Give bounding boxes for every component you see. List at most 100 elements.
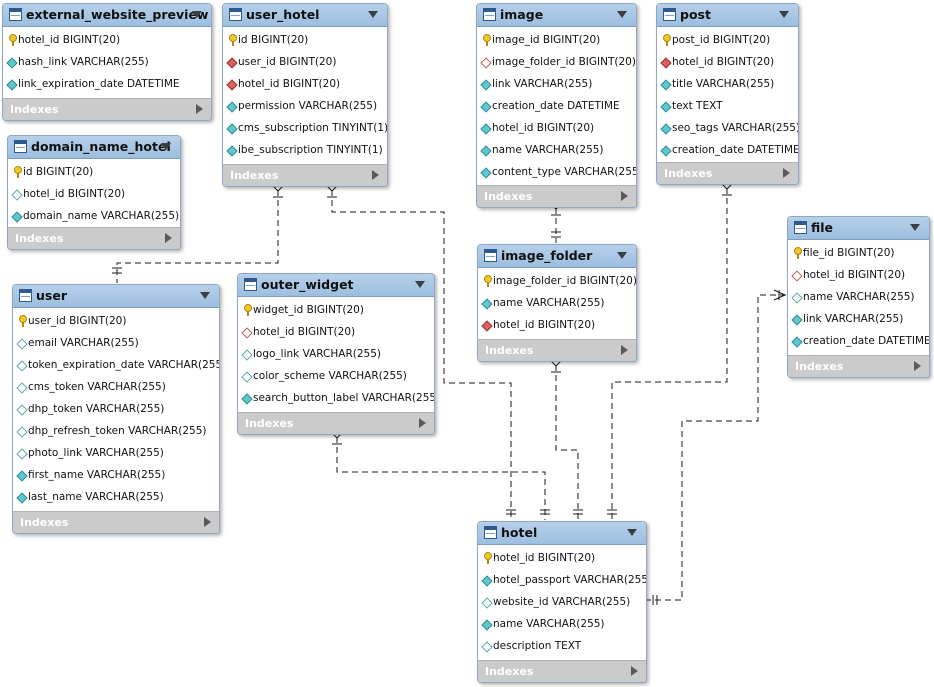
expand-arrow-icon[interactable] bbox=[419, 418, 426, 428]
column-row[interactable]: file_id BIGINT(20) bbox=[788, 242, 929, 264]
table-post[interactable]: post post_id BIGINT(20) hotel_id BIGINT(… bbox=[656, 3, 799, 185]
table-user-hotel[interactable]: user_hotel id BIGINT(20) user_id BIGINT(… bbox=[222, 3, 388, 187]
column-row[interactable]: seo_tags VARCHAR(255) bbox=[657, 117, 798, 139]
indexes-section[interactable]: Indexes bbox=[13, 511, 219, 533]
collapse-caret-icon[interactable] bbox=[192, 11, 202, 18]
column-row[interactable]: text TEXT bbox=[657, 95, 798, 117]
table-header[interactable]: file bbox=[788, 217, 929, 240]
expand-arrow-icon[interactable] bbox=[621, 345, 628, 355]
indexes-section[interactable]: Indexes bbox=[788, 355, 929, 377]
table-header[interactable]: user_hotel bbox=[223, 4, 387, 27]
column-row[interactable]: creation_date DATETIME bbox=[788, 330, 929, 352]
column-row[interactable]: image_folder_id BIGINT(20) bbox=[477, 51, 636, 73]
table-user[interactable]: user user_id BIGINT(20) email VARCHAR(25… bbox=[12, 284, 220, 534]
column-row[interactable]: content_type VARCHAR(255) bbox=[477, 161, 636, 183]
table-header[interactable]: outer_widget bbox=[238, 274, 434, 297]
column-row[interactable]: image_id BIGINT(20) bbox=[477, 29, 636, 51]
column-row[interactable]: photo_link VARCHAR(255) bbox=[13, 442, 219, 464]
column-row[interactable]: name VARCHAR(255) bbox=[788, 286, 929, 308]
column-row[interactable]: link_expiration_date DATETIME bbox=[3, 73, 211, 95]
column-row[interactable]: id BIGINT(20) bbox=[223, 29, 387, 51]
column-row[interactable]: hotel_id BIGINT(20) bbox=[657, 51, 798, 73]
column-row[interactable]: user_id BIGINT(20) bbox=[223, 51, 387, 73]
expand-arrow-icon[interactable] bbox=[204, 517, 211, 527]
table-external-website-preview[interactable]: external_website_preview hotel_id BIGINT… bbox=[2, 3, 212, 121]
expand-arrow-icon[interactable] bbox=[914, 361, 921, 371]
column-row[interactable]: search_button_label VARCHAR(255) bbox=[238, 387, 434, 409]
column-row[interactable]: id BIGINT(20) bbox=[8, 161, 180, 183]
collapse-caret-icon[interactable] bbox=[200, 292, 210, 299]
column-row[interactable]: cms_token VARCHAR(255) bbox=[13, 376, 219, 398]
expand-arrow-icon[interactable] bbox=[783, 168, 790, 178]
table-image-folder[interactable]: image_folder image_folder_id BIGINT(20) … bbox=[477, 244, 637, 362]
column-row[interactable]: hotel_id BIGINT(20) bbox=[478, 314, 636, 336]
column-row[interactable]: dhp_refresh_token VARCHAR(255) bbox=[13, 420, 219, 442]
column-row[interactable]: hotel_id BIGINT(20) bbox=[8, 183, 180, 205]
expand-arrow-icon[interactable] bbox=[165, 233, 172, 243]
indexes-section[interactable]: Indexes bbox=[8, 227, 180, 249]
indexes-section[interactable]: Indexes bbox=[478, 339, 636, 361]
table-header[interactable]: post bbox=[657, 4, 798, 27]
column-row[interactable]: hotel_id BIGINT(20) bbox=[238, 321, 434, 343]
column-row[interactable]: creation_date DATETIME bbox=[477, 95, 636, 117]
column-row[interactable]: post_id BIGINT(20) bbox=[657, 29, 798, 51]
table-header[interactable]: image bbox=[477, 4, 636, 27]
collapse-caret-icon[interactable] bbox=[627, 529, 637, 536]
collapse-caret-icon[interactable] bbox=[617, 11, 627, 18]
collapse-caret-icon[interactable] bbox=[779, 11, 789, 18]
column-row[interactable]: hotel_passport VARCHAR(255) bbox=[478, 569, 646, 591]
table-header[interactable]: user bbox=[13, 285, 219, 308]
column-row[interactable]: dhp_token VARCHAR(255) bbox=[13, 398, 219, 420]
collapse-caret-icon[interactable] bbox=[617, 252, 627, 259]
column-row[interactable]: logo_link VARCHAR(255) bbox=[238, 343, 434, 365]
collapse-caret-icon[interactable] bbox=[415, 281, 425, 288]
expand-arrow-icon[interactable] bbox=[621, 191, 628, 201]
indexes-section[interactable]: Indexes bbox=[238, 412, 434, 434]
column-row[interactable]: hotel_id BIGINT(20) bbox=[477, 117, 636, 139]
table-header[interactable]: external_website_preview bbox=[3, 4, 211, 27]
column-row[interactable]: cms_subscription TINYINT(1) bbox=[223, 117, 387, 139]
column-row[interactable]: first_name VARCHAR(255) bbox=[13, 464, 219, 486]
column-row[interactable]: title VARCHAR(255) bbox=[657, 73, 798, 95]
expand-arrow-icon[interactable] bbox=[372, 170, 379, 180]
column-row[interactable]: hotel_id BIGINT(20) bbox=[478, 547, 646, 569]
collapse-caret-icon[interactable] bbox=[161, 143, 171, 150]
table-image[interactable]: image image_id BIGINT(20) image_folder_i… bbox=[476, 3, 637, 208]
column-row[interactable]: user_id BIGINT(20) bbox=[13, 310, 219, 332]
column-row[interactable]: image_folder_id BIGINT(20) bbox=[478, 270, 636, 292]
column-row[interactable]: creation_date DATETIME bbox=[657, 139, 798, 161]
column-row[interactable]: token_expiration_date VARCHAR(255) bbox=[13, 354, 219, 376]
column-row[interactable]: hash_link VARCHAR(255) bbox=[3, 51, 211, 73]
column-row[interactable]: color_scheme VARCHAR(255) bbox=[238, 365, 434, 387]
column-row[interactable]: link VARCHAR(255) bbox=[788, 308, 929, 330]
collapse-caret-icon[interactable] bbox=[368, 11, 378, 18]
column-row[interactable]: widget_id BIGINT(20) bbox=[238, 299, 434, 321]
column-row[interactable]: hotel_id BIGINT(20) bbox=[3, 29, 211, 51]
indexes-section[interactable]: Indexes bbox=[3, 98, 211, 120]
column-row[interactable]: hotel_id BIGINT(20) bbox=[788, 264, 929, 286]
table-header[interactable]: hotel bbox=[478, 522, 646, 545]
table-outer-widget[interactable]: outer_widget widget_id BIGINT(20) hotel_… bbox=[237, 273, 435, 435]
collapse-caret-icon[interactable] bbox=[910, 224, 920, 231]
expand-arrow-icon[interactable] bbox=[196, 104, 203, 114]
column-row[interactable]: ibe_subscription TINYINT(1) bbox=[223, 139, 387, 161]
table-domain-name-hotel[interactable]: domain_name_hotel id BIGINT(20) hotel_id… bbox=[7, 135, 181, 250]
column-row[interactable]: name VARCHAR(255) bbox=[477, 139, 636, 161]
column-row[interactable]: permission VARCHAR(255) bbox=[223, 95, 387, 117]
column-row[interactable]: name VARCHAR(255) bbox=[478, 292, 636, 314]
column-row[interactable]: website_id VARCHAR(255) bbox=[478, 591, 646, 613]
indexes-section[interactable]: Indexes bbox=[657, 162, 798, 184]
column-row[interactable]: name VARCHAR(255) bbox=[478, 613, 646, 635]
indexes-section[interactable]: Indexes bbox=[223, 164, 387, 186]
table-file[interactable]: file file_id BIGINT(20) hotel_id BIGINT(… bbox=[787, 216, 930, 378]
column-row[interactable]: domain_name VARCHAR(255) bbox=[8, 205, 180, 227]
column-row[interactable]: last_name VARCHAR(255) bbox=[13, 486, 219, 508]
column-row[interactable]: description TEXT bbox=[478, 635, 646, 657]
indexes-section[interactable]: Indexes bbox=[477, 185, 636, 207]
indexes-section[interactable]: Indexes bbox=[478, 660, 646, 682]
table-hotel[interactable]: hotel hotel_id BIGINT(20) hotel_passport… bbox=[477, 521, 647, 683]
column-row[interactable]: email VARCHAR(255) bbox=[13, 332, 219, 354]
column-row[interactable]: hotel_id BIGINT(20) bbox=[223, 73, 387, 95]
expand-arrow-icon[interactable] bbox=[631, 666, 638, 676]
table-header[interactable]: image_folder bbox=[478, 245, 636, 268]
